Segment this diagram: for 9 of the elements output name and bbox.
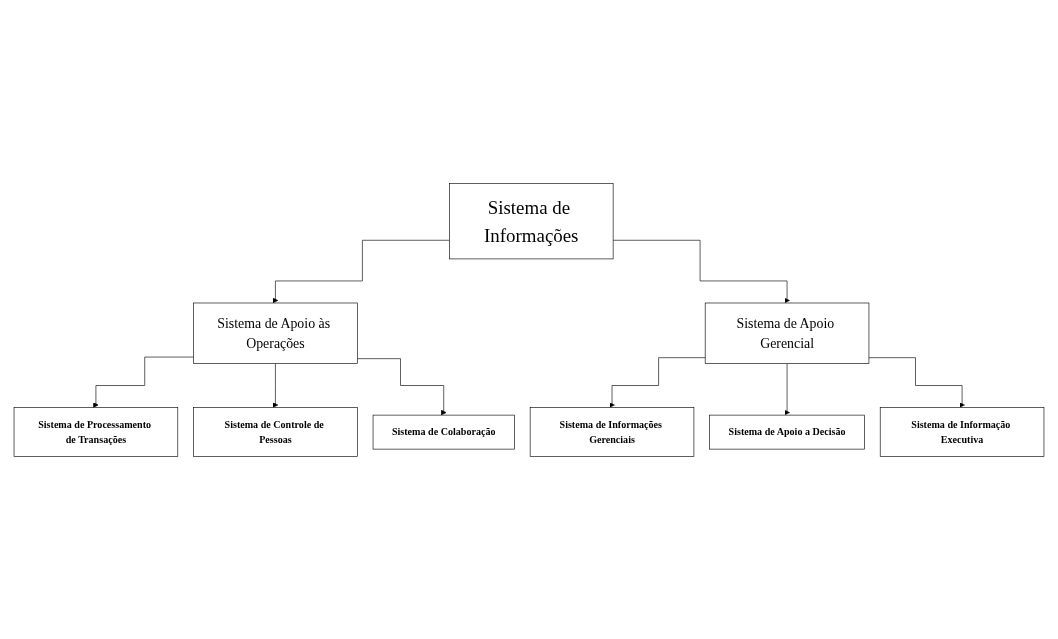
node-box: Sistema de Processamento de Transações	[13, 406, 179, 457]
node-box: Sistema de Informações Gerenciais	[529, 406, 695, 457]
node-box: Sistema de Apoio às Operações	[193, 302, 358, 364]
node-box: Sistema de Informações	[449, 182, 614, 259]
node-box: Sistema de Apoio a Decisão	[709, 414, 865, 449]
node-box: Sistema de Apoio Gerencial	[704, 302, 870, 364]
node-box: Sistema de Controle de Pessoas	[193, 406, 358, 457]
node-box: Sistema de Colaboração	[372, 414, 515, 449]
node-box: Sistema de Informação Executiva	[879, 406, 1045, 457]
